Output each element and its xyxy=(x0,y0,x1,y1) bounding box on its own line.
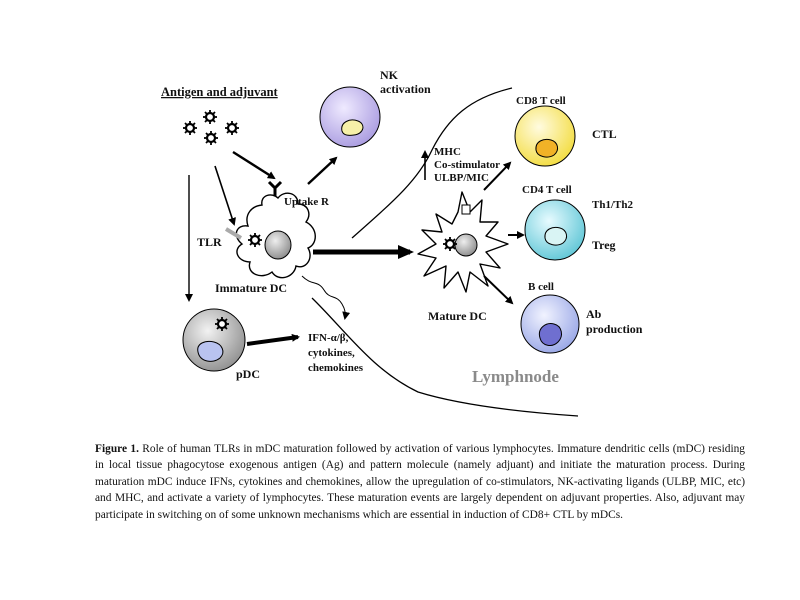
nk-cell xyxy=(319,86,381,148)
diagram: Antigen and adjuvant NK activation Uptak… xyxy=(161,68,643,417)
pdc-label: pDC xyxy=(236,367,260,381)
arrow-antigen-to-uptake xyxy=(232,150,276,180)
treg-label: Treg xyxy=(592,238,616,252)
tlr-label: TLR xyxy=(197,235,222,249)
arrow-pdc-to-ifn xyxy=(246,333,300,346)
antigen-particle-icon xyxy=(181,119,199,137)
mature-dc-cell xyxy=(417,191,509,293)
antigen-particle-icon xyxy=(223,119,241,137)
arrow-to-cd8 xyxy=(483,161,512,191)
co-stimulator-label: Co-stimulator xyxy=(434,159,500,171)
ctl-label: CTL xyxy=(592,127,617,141)
mature-dc-label: Mature DC xyxy=(428,309,487,323)
lymphnode-label: Lymphnode xyxy=(472,367,559,386)
ulbp-mic-label: ULBP/MIC xyxy=(434,172,489,184)
nk-activation-label-2: activation xyxy=(380,82,431,96)
figure-label: Figure 1. xyxy=(95,443,139,455)
th1-th2-label: Th1/Th2 xyxy=(592,199,633,211)
ifn-label-1: IFN-α/β, xyxy=(308,332,349,344)
ifn-label-2: cytokines, xyxy=(308,347,355,359)
arrow-dc-to-nk xyxy=(307,156,338,185)
ab-label-1: Ab xyxy=(586,307,602,321)
nk-activation-label-1: NK xyxy=(380,68,399,82)
uptake-r-label: Uptake R xyxy=(284,196,330,208)
antigen-particles xyxy=(181,108,241,147)
mhc-label: MHC xyxy=(434,146,461,158)
ifn-label-3: chemokines xyxy=(308,362,364,374)
b-cell xyxy=(520,294,580,354)
ab-label-2: production xyxy=(586,322,643,336)
figure-caption: Figure 1. Role of human TLRs in mDC matu… xyxy=(95,441,745,523)
caption-text: Role of human TLRs in mDC maturation fol… xyxy=(95,443,746,521)
arrow-antigen-to-tlr xyxy=(214,165,236,226)
b-cell-label: B cell xyxy=(528,281,554,293)
pdc-cell xyxy=(182,308,246,372)
lymphnode-boundary-lower xyxy=(311,297,579,417)
cd8-t-cell xyxy=(514,105,576,167)
cd8-t-cell-label: CD8 T cell xyxy=(516,95,566,107)
tlr-receptor-icon xyxy=(224,227,243,240)
lymphnode-boundary-upper xyxy=(351,87,513,239)
antigen-particle-icon xyxy=(202,129,220,147)
cd4-t-cell-label: CD4 T cell xyxy=(522,184,572,196)
arrow-to-b-cell xyxy=(483,275,514,305)
immature-dc-label: Immature DC xyxy=(215,281,287,295)
uptake-receptor-icon xyxy=(267,180,283,196)
diagram-title: Antigen and adjuvant xyxy=(161,85,279,99)
arrow-dc-to-ifn xyxy=(301,275,351,320)
antigen-particle-icon xyxy=(201,108,219,126)
cd4-t-cell xyxy=(524,199,586,261)
